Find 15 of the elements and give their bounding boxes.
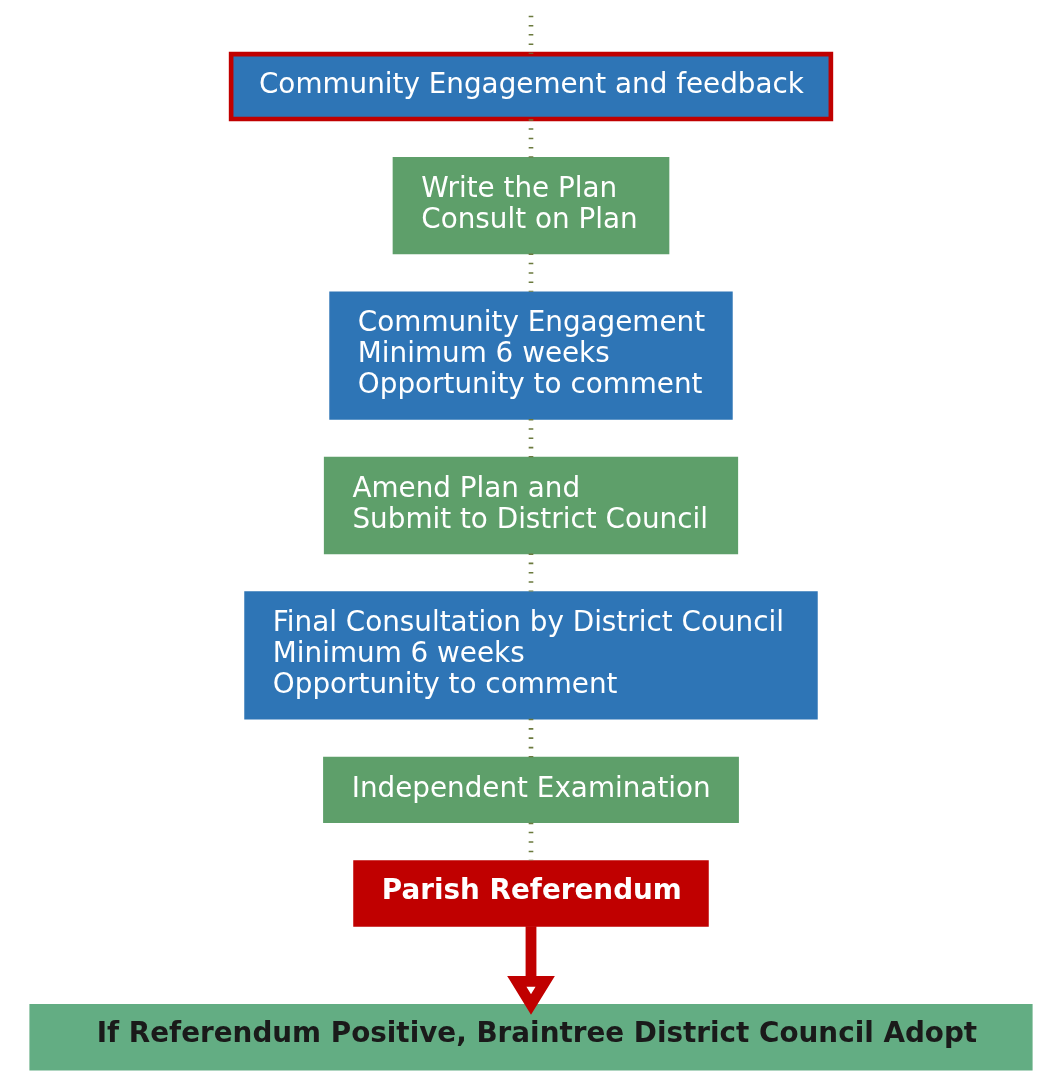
connector bbox=[528, 418, 534, 458]
node-box: Write the Plan Consult on Plan bbox=[392, 156, 670, 255]
node-box: Independent Examination bbox=[323, 756, 739, 824]
connector bbox=[528, 15, 534, 54]
node-box: Community Engagement Minimum 6 weeks Opportunity to comment bbox=[329, 291, 733, 420]
node-box: Community Engagement and feedback bbox=[228, 51, 834, 122]
node-box: If Referendum Positive, Braintree District Council Adopt bbox=[29, 1003, 1033, 1071]
connector bbox=[528, 718, 534, 758]
connector bbox=[528, 119, 534, 158]
connector bbox=[528, 553, 534, 592]
node-box: Parish Referendum bbox=[353, 860, 709, 927]
node-box: Final Consultation by District Council Minimum 6 weeks Opportunity to comment bbox=[244, 591, 818, 720]
node-box: Amend Plan and Submit to District Council bbox=[323, 456, 739, 555]
arrow bbox=[507, 926, 555, 1015]
connector bbox=[528, 253, 534, 292]
